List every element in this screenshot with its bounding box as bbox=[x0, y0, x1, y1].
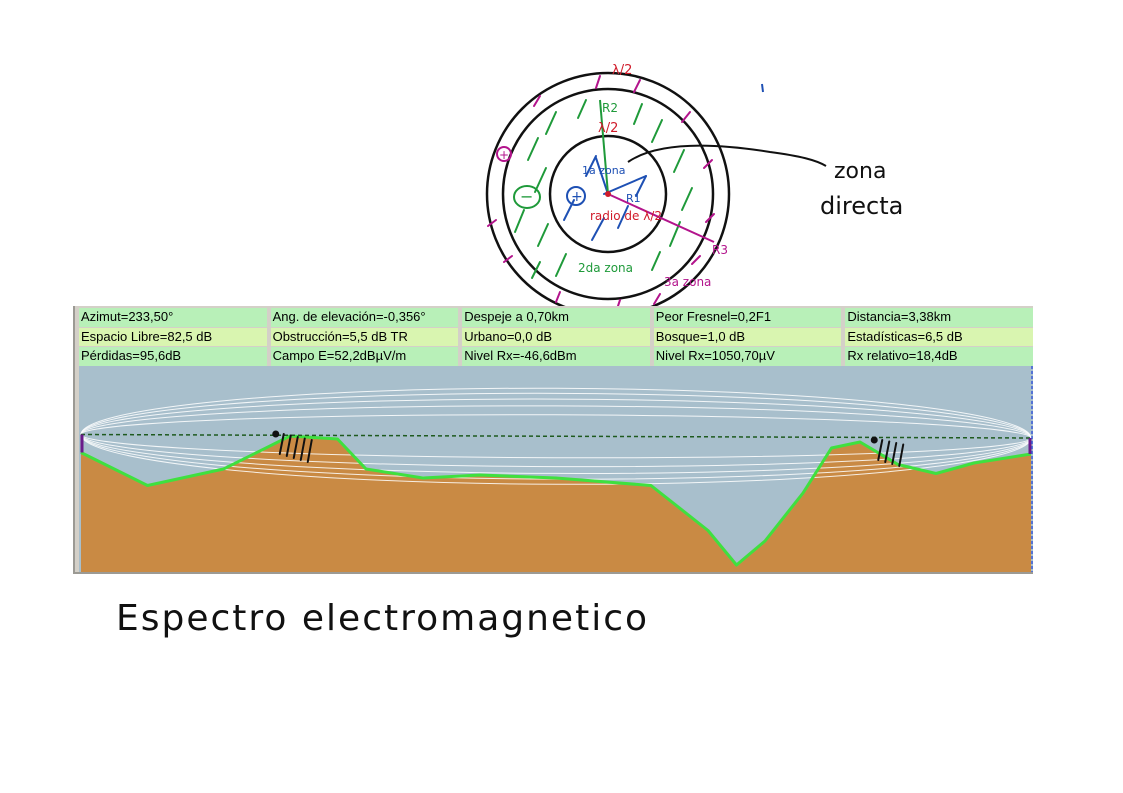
plus-sign-blue: + bbox=[571, 189, 583, 205]
callout-word-zona: zona bbox=[834, 159, 886, 184]
lambda-label-inner: λ/2 bbox=[598, 121, 618, 136]
radius-r3-line bbox=[607, 193, 715, 243]
third-zone-hatching bbox=[487, 75, 715, 313]
zone-label-1: 1a zona bbox=[582, 164, 625, 177]
zone-label-2: 2da zona bbox=[578, 261, 633, 275]
stray-pen-mark bbox=[761, 83, 764, 93]
obstruction-mark-left-stroke bbox=[306, 439, 313, 463]
obstruction-mark-left-dot bbox=[272, 430, 280, 438]
link-analysis-panel: Azimut=233,50° Ang. de elevación=-0,356°… bbox=[73, 306, 1033, 574]
obstruction-mark-right-stroke bbox=[898, 443, 905, 467]
statistics-value: Estadísticas=6,5 dB bbox=[845, 327, 1033, 347]
terrain-area bbox=[81, 436, 1031, 572]
first-zone-hatching bbox=[563, 155, 647, 241]
lambda-label-outer: λ/2 bbox=[612, 63, 632, 78]
obstruction-mark-left-stroke bbox=[292, 436, 299, 459]
callout-word-directa: directa bbox=[820, 192, 903, 220]
free-space-loss-value: Espacio Libre=82,5 dB bbox=[79, 327, 267, 347]
zone-label-3: 3a zona bbox=[664, 275, 711, 289]
radio-label: radio de λ/2 bbox=[590, 209, 662, 223]
azimut-value: Azimut=233,50° bbox=[79, 308, 267, 327]
handwritten-title: Espectro electromagnetico bbox=[116, 598, 649, 639]
obstruction-mark-right-stroke bbox=[884, 440, 891, 463]
radius-label-r3: R3 bbox=[712, 243, 728, 257]
radius-r2-line bbox=[599, 99, 609, 195]
second-zone-hatching bbox=[514, 99, 693, 279]
obstruction-mark-right-stroke bbox=[891, 442, 898, 465]
obstruction-mark-left-stroke bbox=[285, 434, 292, 457]
center-dot bbox=[605, 191, 611, 197]
callout-arrow bbox=[627, 144, 827, 167]
plus-sign-magenta: + bbox=[499, 148, 509, 162]
radius-label-r2: R2 bbox=[602, 101, 618, 115]
distance-value: Distancia=3,38km bbox=[845, 308, 1033, 327]
field-strength-value: Campo E=52,2dBµV/m bbox=[270, 347, 459, 366]
total-loss-value: Pérdidas=95,6dB bbox=[79, 347, 267, 366]
elevation-angle-value: Ang. de elevación=-0,356° bbox=[270, 308, 459, 327]
link-parameters-grid: Azimut=233,50° Ang. de elevación=-0,356°… bbox=[79, 308, 1033, 366]
fresnel-circle-inner bbox=[548, 134, 668, 254]
obstruction-mark-left-stroke bbox=[299, 437, 306, 461]
forest-value: Bosque=1,0 dB bbox=[653, 327, 842, 347]
urban-value: Urbano=0,0 dB bbox=[462, 327, 650, 347]
obstruction-mark-right-stroke bbox=[877, 439, 884, 461]
radius-label-r1: R1 bbox=[626, 192, 641, 205]
terrain-profile-chart bbox=[79, 366, 1033, 572]
obstruction-mark-left-stroke bbox=[278, 433, 285, 455]
rx-relative-value: Rx relativo=18,4dB bbox=[845, 347, 1033, 366]
rx-level-dbm-value: Nivel Rx=-46,6dBm bbox=[462, 347, 650, 366]
clearance-value: Despeje a 0,70km bbox=[462, 308, 650, 327]
fresnel-circle-middle bbox=[501, 87, 715, 301]
rx-level-uv-value: Nivel Rx=1050,70µV bbox=[653, 347, 842, 366]
obstruction-value: Obstrucción=5,5 dB TR bbox=[270, 327, 459, 347]
worst-fresnel-value: Peor Fresnel=0,2F1 bbox=[653, 308, 842, 327]
sign-markers bbox=[496, 146, 586, 209]
obstruction-mark-right-dot bbox=[870, 436, 878, 444]
minus-sign-green: − bbox=[520, 187, 533, 206]
